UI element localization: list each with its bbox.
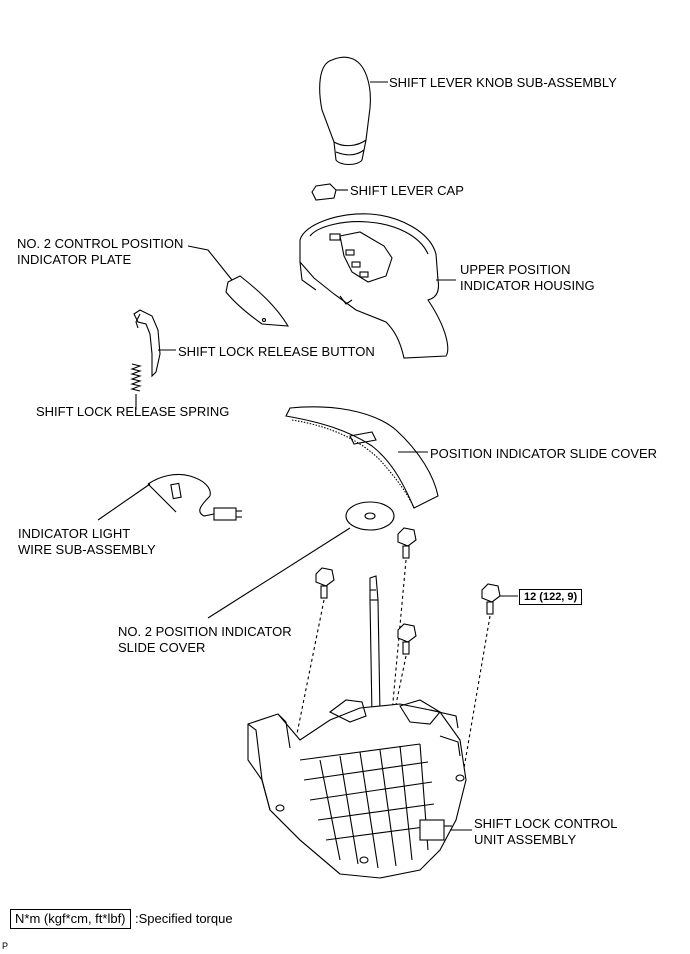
label-no2-control-position-plate-1: NO. 2 CONTROL POSITION (17, 236, 184, 251)
shift-lever-cap (311, 183, 348, 201)
shift-lock-control-unit-assembly (247, 575, 472, 879)
legend-torque-units-box: N*m (kgf*cm, ft*lbf) (10, 909, 131, 929)
upper-position-indicator-housing (299, 213, 456, 359)
shift-lever-knob (319, 56, 388, 166)
label-upper-housing-2: INDICATOR HOUSING (460, 278, 595, 293)
label-wire-1: INDICATOR LIGHT (18, 526, 131, 541)
label-shift-lever-knob: SHIFT LEVER KNOB SUB-ASSEMBLY (389, 75, 617, 90)
label-release-button: SHIFT LOCK RELEASE BUTTON (178, 344, 375, 359)
label-upper-housing-1: UPPER POSITION (460, 262, 571, 277)
no2-control-position-indicator-plate (187, 245, 290, 327)
no2-position-indicator-slide-cover (207, 501, 395, 619)
bolt-3 (461, 583, 518, 781)
shift-lock-release-button (133, 309, 176, 378)
indicator-light-wire-sub-assembly (97, 473, 242, 521)
label-no2-slide-cover-1: NO. 2 POSITION INDICATOR (118, 624, 292, 639)
legend-specified-torque-text: :Specified torque (135, 911, 233, 926)
label-control-unit-1: SHIFT LOCK CONTROL (474, 816, 618, 831)
label-release-spring: SHIFT LOCK RELEASE SPRING (36, 404, 230, 419)
label-wire-2: WIRE SUB-ASSEMBLY (18, 542, 156, 557)
corner-mark: P (2, 941, 9, 951)
label-slide-cover: POSITION INDICATOR SLIDE COVER (430, 446, 658, 461)
position-indicator-slide-cover (285, 406, 439, 509)
label-no2-control-position-plate-2: INDICATOR PLATE (17, 252, 132, 267)
label-control-unit-2: UNIT ASSEMBLY (474, 832, 577, 847)
label-no2-slide-cover-2: SLIDE COVER (118, 640, 206, 655)
label-shift-lever-cap: SHIFT LEVER CAP (350, 183, 464, 198)
shift-lock-release-spring (130, 363, 142, 410)
torque-spec-box: 12 (122, 9) (519, 589, 583, 605)
